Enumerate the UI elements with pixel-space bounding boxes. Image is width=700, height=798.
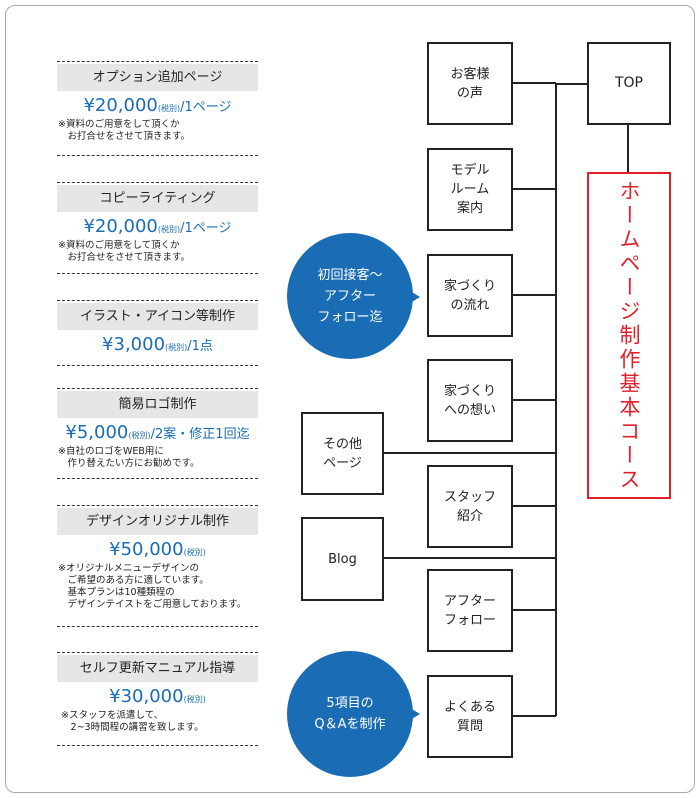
frame [5, 5, 695, 793]
option-block: 簡易ロゴ制作 ¥5,000(税別)/2案・修正1回迄 ※自社のロゴをWEB用に … [57, 388, 258, 470]
option-note: ※スタッフを派遣して、 2~3時間程の講習を致します。 [61, 710, 204, 733]
price-unit: /1ページ [180, 221, 232, 236]
tax-label: (税別) [157, 104, 181, 113]
price-value: ¥20,000 [83, 216, 158, 237]
option-price: ¥3,000(税別)/1点 [57, 334, 258, 355]
option-note: ※自社のロゴをWEB用に 作り替えたい方にお勧めです。 [58, 446, 200, 469]
price-unit: /2案・修正1回迄 [150, 427, 250, 442]
option-price: ¥30,000(税別) [57, 686, 258, 707]
divider [57, 478, 258, 479]
top-connector [555, 83, 588, 85]
blog-connector [383, 557, 556, 559]
tax-label: (税別) [183, 548, 206, 557]
option-price: ¥20,000(税別)/1ページ [57, 95, 258, 116]
page-connector [512, 399, 556, 401]
other-connector [383, 452, 556, 454]
page-box: 家づくり への想い [427, 359, 513, 442]
price-value: ¥5,000 [65, 422, 129, 443]
divider [57, 652, 258, 653]
page-connector [512, 82, 556, 84]
tax-label: (税別) [183, 695, 206, 704]
page-connector [512, 294, 556, 296]
page-box: アフター フォロー [427, 569, 513, 652]
top-box: TOP [587, 42, 671, 125]
option-price: ¥50,000(税別) [57, 539, 258, 560]
page-box: スタッフ 紹介 [427, 465, 513, 548]
option-title: セルフ更新マニュアル指導 [57, 655, 258, 682]
option-block: イラスト・アイコン等制作 ¥3,000(税別)/1点 [57, 300, 258, 358]
blog-box: Blog [301, 517, 384, 601]
page-box: 家づくり の流れ [427, 254, 513, 337]
tax-label: (税別) [128, 431, 151, 440]
option-price: ¥20,000(税別)/1ページ [57, 216, 258, 237]
option-price: ¥5,000(税別)/2案・修正1回迄 [57, 422, 258, 443]
page-connector [512, 505, 556, 507]
divider [57, 365, 258, 366]
price-value: ¥3,000 [102, 334, 166, 355]
page-connector [512, 609, 556, 611]
divider [57, 745, 258, 746]
page-connector [512, 188, 556, 190]
tax-label: (税別) [157, 225, 181, 234]
divider [57, 182, 258, 183]
option-note: ※資料のご用意をして頂くか お打合せをさせて頂きます。 [58, 240, 191, 263]
divider [57, 273, 258, 274]
bubble-first-contact: 初回接客〜 アフター フォロー迄 [287, 233, 413, 359]
divider [57, 300, 258, 301]
page-box: お客様 の声 [427, 42, 513, 125]
divider [57, 505, 258, 506]
option-title: イラスト・アイコン等制作 [57, 303, 258, 330]
course-connector [627, 124, 629, 172]
divider [57, 388, 258, 389]
course-box: ホームページ制作基本コース [587, 172, 671, 499]
option-title: デザインオリジナル制作 [57, 508, 258, 535]
option-title: オプション追加ページ [57, 64, 258, 91]
bubble-arrow [410, 291, 420, 303]
page-box: よくある 質問 [427, 675, 513, 758]
divider [57, 61, 258, 62]
price-unit: /1点 [187, 339, 213, 354]
option-block: オプション追加ページ ¥20,000(税別)/1ページ ※資料のご用意をして頂く… [57, 61, 258, 143]
tax-label: (税別) [165, 343, 188, 352]
page-connector [512, 715, 556, 717]
price-unit: /1ページ [180, 100, 232, 115]
price-value: ¥50,000 [109, 539, 184, 560]
option-block: デザインオリジナル制作 ¥50,000(税別) ※オリジナルメニューデザインの … [57, 505, 258, 611]
bubble-arrow [410, 708, 420, 720]
bubble-qa: 5項目の Q＆Aを制作 [287, 651, 413, 777]
option-title: 簡易ロゴ制作 [57, 391, 258, 418]
option-block: コピーライティング ¥20,000(税別)/1ページ ※資料のご用意をして頂くか… [57, 182, 258, 264]
trunk-line [555, 83, 557, 716]
divider [57, 626, 258, 627]
page-box: モデル ルーム 案内 [427, 148, 513, 231]
divider [57, 155, 258, 156]
option-title: コピーライティング [57, 185, 258, 212]
other-pages-box: その他 ページ [301, 412, 384, 495]
option-block: セルフ更新マニュアル指導 ¥30,000(税別) ※スタッフを派遣して、 2~3… [57, 652, 258, 734]
price-value: ¥30,000 [109, 686, 184, 707]
option-note: ※オリジナルメニューデザインの ご希望のある方に適しています。 基本プランは10… [58, 563, 247, 610]
option-note: ※資料のご用意をして頂くか お打合せをさせて頂きます。 [58, 119, 191, 142]
price-value: ¥20,000 [83, 95, 158, 116]
